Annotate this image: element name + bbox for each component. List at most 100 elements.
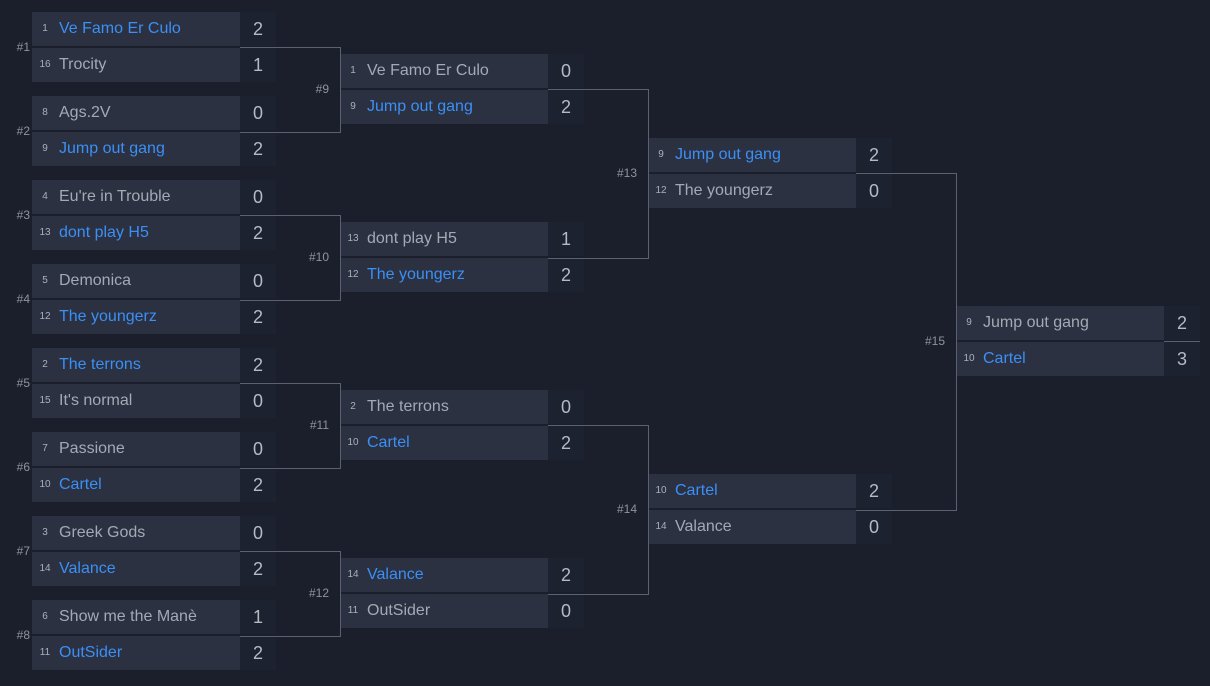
- team-score: 1: [240, 600, 276, 634]
- match-label: #10: [308, 250, 329, 264]
- team-name[interactable]: Ve Famo Er Culo: [59, 20, 181, 37]
- seed-number: 2: [42, 359, 48, 370]
- team-name[interactable]: The terrons: [59, 356, 141, 373]
- team-name[interactable]: Trocity: [59, 56, 107, 73]
- team-name[interactable]: dont play H5: [367, 230, 457, 247]
- team-name[interactable]: Valance: [59, 560, 116, 577]
- team-name[interactable]: The youngerz: [59, 308, 157, 325]
- team-name[interactable]: Greek Gods: [59, 524, 146, 541]
- team-name[interactable]: OutSider: [59, 644, 123, 661]
- match-label: #3: [16, 208, 30, 222]
- team-name[interactable]: Valance: [367, 566, 424, 583]
- team-name[interactable]: OutSider: [367, 602, 431, 619]
- team-name[interactable]: Cartel: [59, 476, 102, 493]
- team-name[interactable]: Demonica: [59, 272, 132, 289]
- seed-number: 12: [347, 269, 359, 280]
- team-name[interactable]: Show me the Manè: [59, 608, 197, 625]
- seed-number: 12: [39, 311, 51, 322]
- team-score: 1: [240, 48, 276, 82]
- seed-number: 12: [655, 185, 667, 196]
- team-score: 2: [240, 468, 276, 502]
- team-name[interactable]: Jump out gang: [367, 98, 473, 115]
- team-name[interactable]: Jump out gang: [59, 140, 165, 157]
- team-score: 0: [548, 594, 584, 628]
- team-score: 0: [856, 510, 892, 544]
- team-score: 2: [856, 474, 892, 508]
- seed-number: 14: [347, 569, 359, 580]
- team-name[interactable]: Jump out gang: [983, 314, 1089, 331]
- team-score: 2: [240, 348, 276, 382]
- match-label: #11: [309, 418, 329, 432]
- team-name[interactable]: Ve Famo Er Culo: [367, 62, 489, 79]
- seed-number: 11: [347, 605, 359, 616]
- team-name[interactable]: Jump out gang: [675, 146, 781, 163]
- team-name[interactable]: The terrons: [367, 398, 449, 415]
- team-name[interactable]: Passione: [59, 440, 125, 457]
- team-name[interactable]: Cartel: [675, 482, 718, 499]
- team-slot[interactable]: 2 The terrons 2: [32, 348, 282, 382]
- team-name[interactable]: It's normal: [59, 392, 133, 409]
- team-score: 2: [1164, 306, 1200, 340]
- team-name[interactable]: Valance: [675, 518, 732, 535]
- match-label: #6: [16, 460, 30, 474]
- team-slot[interactable]: 11 OutSider 0: [340, 594, 590, 628]
- team-name[interactable]: Eu're in Trouble: [59, 188, 171, 205]
- bracket-connector: [548, 425, 649, 595]
- seed-number: 11: [39, 647, 51, 658]
- bracket-connector: [548, 89, 649, 259]
- team-name[interactable]: Cartel: [983, 350, 1026, 367]
- team-name[interactable]: Cartel: [367, 434, 410, 451]
- team-name[interactable]: Ags.2V: [59, 104, 111, 121]
- team-name[interactable]: The youngerz: [367, 266, 465, 283]
- team-name[interactable]: The youngerz: [675, 182, 773, 199]
- team-name[interactable]: dont play H5: [59, 224, 149, 241]
